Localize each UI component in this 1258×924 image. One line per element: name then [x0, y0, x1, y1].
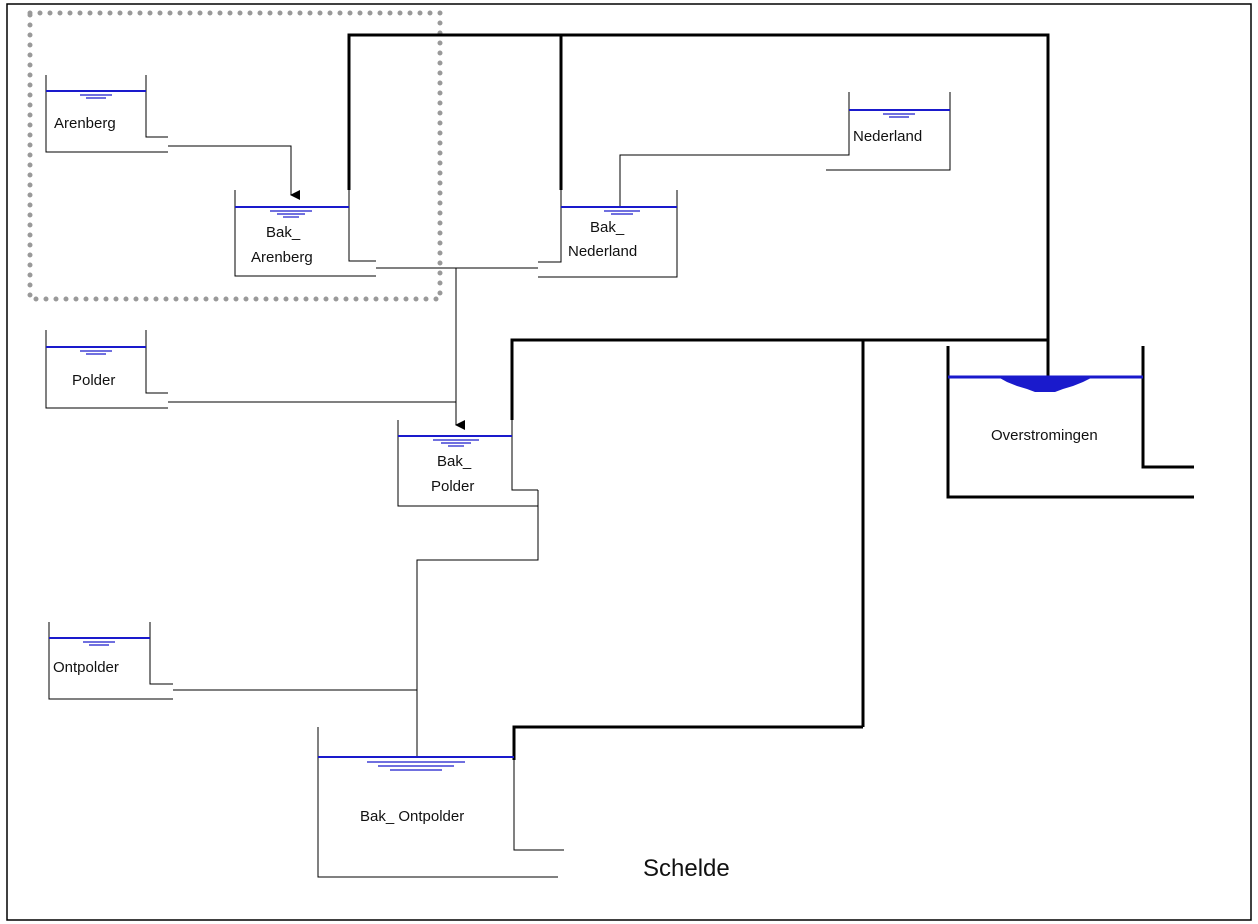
- water-level-icon: [83, 641, 115, 646]
- water-level-icon: [883, 113, 915, 118]
- tank-nederland[interactable]: Nederland: [826, 92, 951, 171]
- tank-polder[interactable]: Polder: [45, 330, 168, 409]
- tank-nederland-label: Nederland: [853, 128, 922, 145]
- tank-bak-nederland-label-1: Bak_: [590, 219, 625, 236]
- tank-bak-arenberg-label-1: Bak_: [266, 224, 301, 241]
- tank-arenberg-label: Arenberg: [54, 115, 116, 132]
- overflow-lines: [347, 33, 1050, 760]
- water-level-icon: [80, 94, 112, 99]
- tank-bak-nederland-label-2: Nederland: [568, 243, 637, 260]
- schelde-label: Schelde: [643, 855, 730, 882]
- tank-bak-arenberg[interactable]: Bak_ Arenberg: [234, 190, 376, 277]
- tank-ontpolder[interactable]: Ontpolder: [48, 622, 173, 700]
- tank-bak-ontpolder[interactable]: Bak_ Ontpolder: [317, 727, 564, 878]
- water-level-icon: [367, 761, 465, 771]
- water-level-icon: [80, 350, 112, 355]
- tank-bak-arenberg-label-2: Arenberg: [251, 249, 313, 266]
- selection-box[interactable]: [27, 10, 443, 302]
- water-level-icon: [998, 377, 1093, 392]
- connection-lines: [168, 145, 826, 757]
- tank-bak-ontpolder-label: Bak_ Ontpolder: [360, 808, 464, 825]
- tank-arenberg[interactable]: Arenberg: [45, 75, 168, 153]
- tank-bak-polder-label-1: Bak_: [437, 453, 472, 470]
- tank-overstromingen[interactable]: Overstromingen: [946, 346, 1194, 499]
- tank-ontpolder-label: Ontpolder: [53, 659, 119, 676]
- tank-bak-nederland[interactable]: Bak_ Nederland: [538, 190, 678, 278]
- tank-polder-label: Polder: [72, 372, 115, 389]
- water-level-icon: [433, 439, 479, 447]
- tank-bak-polder-label-2: Polder: [431, 478, 474, 495]
- diagram-frame: [6, 3, 1252, 921]
- water-level-icon: [270, 210, 312, 218]
- tank-overstromingen-label: Overstromingen: [991, 427, 1098, 444]
- tank-bak-polder[interactable]: Bak_ Polder: [397, 420, 538, 507]
- water-level-icon: [604, 210, 640, 215]
